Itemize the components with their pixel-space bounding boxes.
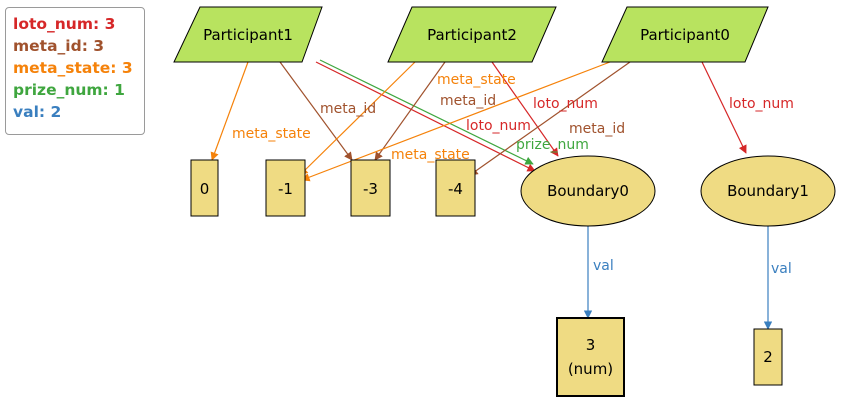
value-0-label: 0 <box>200 180 210 198</box>
edge-label-p2-meta-state: meta_state <box>437 72 516 88</box>
boundary0-label: Boundary0 <box>547 182 629 200</box>
edge-label-p0-meta-state: meta_state <box>391 147 470 163</box>
edge-p0-meta-id <box>469 61 631 176</box>
value-2-label: 2 <box>763 348 773 366</box>
value-neg4-node: -4 <box>435 159 476 217</box>
edge-label-p0-loto-num: loto_num <box>729 96 794 112</box>
value-0-node: 0 <box>190 159 219 217</box>
boundary1-node: Boundary1 <box>700 155 836 227</box>
value-neg1-node: -1 <box>265 159 306 217</box>
legend-meta-state: meta_state: 3 <box>13 59 133 77</box>
value-neg3-label: -3 <box>363 180 378 198</box>
edge-label-p1-meta-state: meta_state <box>232 126 311 142</box>
edge-labels: meta_state meta_id meta_state meta_id lo… <box>232 72 794 277</box>
edge-label-p1-meta-id: meta_id <box>320 101 376 117</box>
participant0-label: Participant0 <box>640 26 730 44</box>
value-3-label: 3 <box>586 336 596 354</box>
boundary0-node: Boundary0 <box>520 155 656 227</box>
edge-p1-prize-num <box>319 59 534 165</box>
edge-p1-meta-id <box>279 61 353 161</box>
value-neg4-label: -4 <box>448 180 463 198</box>
participant2-node: Participant2 <box>387 6 557 63</box>
edge-label-p1-prize-num: prize_num <box>516 137 589 153</box>
value-3-num-node: 3 (num) <box>556 317 625 397</box>
participant0-node: Participant0 <box>601 6 769 63</box>
edge-p0-loto-num <box>701 61 747 154</box>
edge-label-p2-loto-num: loto_num <box>533 96 598 112</box>
legend: loto_num: 3 meta_id: 3 meta_state: 3 pri… <box>5 7 145 135</box>
edge-p2-meta-state <box>299 61 416 176</box>
edge-label-b1-val: val <box>771 261 792 277</box>
boundary1-label: Boundary1 <box>727 182 809 200</box>
value-3-type-label: (num) <box>568 360 613 378</box>
edge-label-p2-meta-id: meta_id <box>440 93 496 109</box>
edge-label-p0-meta-id: meta_id <box>569 121 625 137</box>
legend-prize-num: prize_num: 1 <box>13 81 125 99</box>
edge-label-p1-loto-num: loto_num <box>466 118 531 134</box>
participant1-node: Participant1 <box>173 6 323 63</box>
participant2-label: Participant2 <box>427 26 517 44</box>
value-neg3-node: -3 <box>350 159 391 217</box>
value-neg1-label: -1 <box>278 180 293 198</box>
legend-loto-num: loto_num: 3 <box>13 15 116 33</box>
edge-label-b0-val: val <box>593 258 614 274</box>
edge-p2-meta-id <box>374 61 446 161</box>
edges <box>210 59 773 330</box>
participant1-label: Participant1 <box>203 26 293 44</box>
legend-meta-id: meta_id: 3 <box>13 37 105 55</box>
edge-p2-loto-num <box>491 61 559 157</box>
edge-p1-loto-num <box>315 61 536 172</box>
edge-p1-meta-state <box>210 61 249 161</box>
value-2-node: 2 <box>753 328 783 386</box>
legend-val: val: 2 <box>13 103 62 121</box>
